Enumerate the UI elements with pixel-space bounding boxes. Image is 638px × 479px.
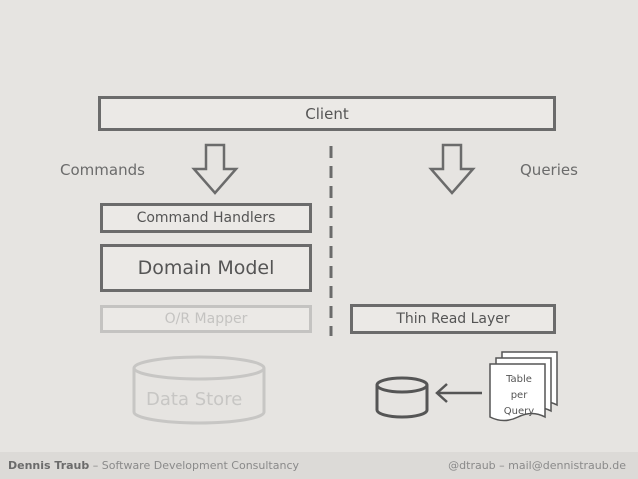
footer-left: Dennis Traub – Software Development Cons… — [8, 459, 299, 472]
footer-bar: Dennis Traub – Software Development Cons… — [0, 452, 638, 479]
document-line: Query — [503, 406, 535, 417]
document-line: Table — [506, 374, 532, 385]
footer-tagline: – Software Development Consultancy — [89, 459, 300, 472]
slide: Client Commands Queries Command Handlers… — [60, 96, 578, 425]
commands-label: Commands — [60, 161, 145, 179]
commands-arrow — [191, 143, 239, 195]
data-store-cylinder-icon — [132, 355, 266, 425]
document-stack-icon — [489, 351, 558, 422]
command-handlers-box: Command Handlers — [100, 203, 312, 233]
command-handlers-label: Command Handlers — [136, 210, 276, 226]
client-label: Client — [305, 104, 349, 123]
queries-label: Queries — [520, 161, 578, 179]
footer-author: Dennis Traub — [8, 459, 90, 472]
client-box: Client — [98, 96, 556, 131]
thin-read-layer-label: Thin Read Layer — [396, 311, 510, 327]
footer-contact: @dtraub – mail@dennistraub.de — [448, 459, 626, 472]
document-line: per — [510, 390, 528, 401]
document-text: Table per Query — [490, 372, 548, 420]
domain-model-box: Domain Model — [100, 244, 312, 292]
or-mapper-label: O/R Mapper — [164, 311, 248, 327]
or-mapper-box: O/R Mapper — [100, 305, 312, 333]
data-store-label: Data Store — [146, 389, 243, 410]
domain-model-label: Domain Model — [137, 257, 275, 279]
read-store-cylinder-icon — [375, 376, 429, 419]
queries-arrow — [428, 143, 476, 195]
left-arrow-icon — [435, 383, 482, 403]
thin-read-layer-box: Thin Read Layer — [350, 304, 556, 334]
diagram-graphics — [132, 143, 558, 425]
